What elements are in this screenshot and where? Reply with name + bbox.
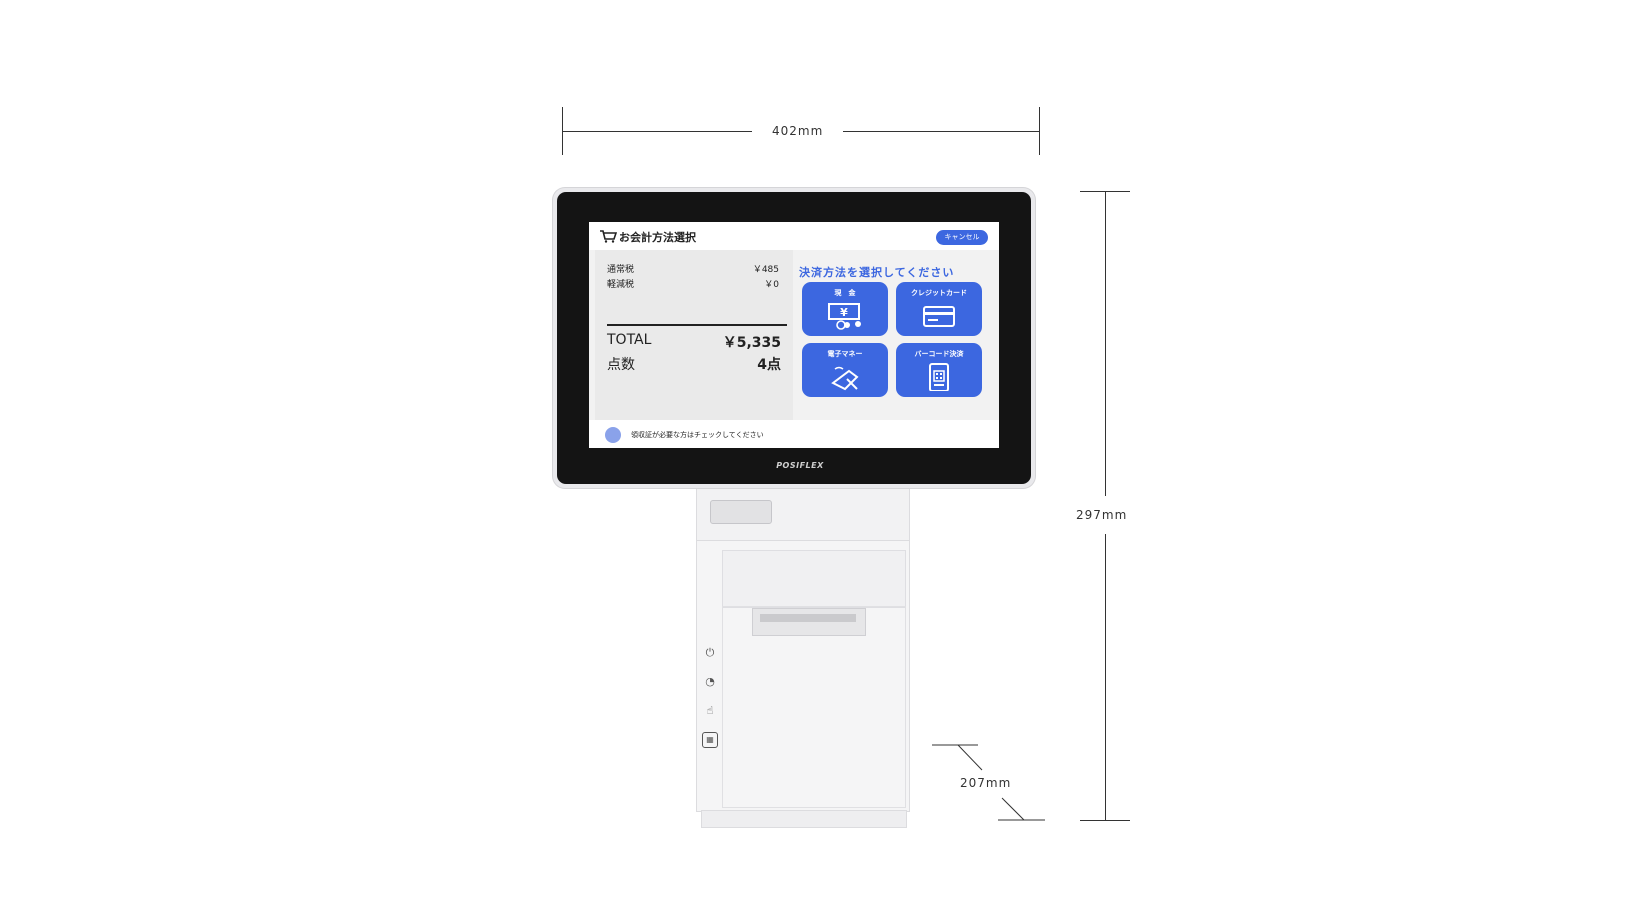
screen-header: お会計方法選択 キャンセル [589, 222, 999, 250]
payment-label: 現 金 [834, 289, 856, 297]
nfc-icon: ◔ [705, 675, 715, 688]
qr-reader-icon: ▦ [702, 732, 718, 748]
barcode-payment-icon [929, 363, 949, 391]
kiosk-screen: お会計方法選択 キャンセル 通常税 ￥485 軽減税 ￥0 TOTAL ￥5,3… [589, 222, 999, 448]
tax-row-value: ￥485 [752, 265, 779, 275]
payment-barcode-button[interactable]: バーコード決済 [896, 343, 982, 397]
tax-row-label: 通常税 [607, 265, 635, 275]
cancel-button[interactable]: キャンセル [936, 230, 988, 245]
depth-dim-lines [932, 744, 1045, 821]
count-value: 4点 [757, 357, 781, 373]
payment-e-money-button[interactable]: 電子マネー [802, 343, 888, 397]
total-label: TOTAL [607, 332, 652, 348]
payment-label: バーコード決済 [914, 350, 964, 358]
svg-text:¥: ¥ [840, 306, 848, 319]
cart-icon [600, 230, 617, 243]
payment-cash-button[interactable]: 現 金 ¥ [802, 282, 888, 336]
payment-label: 電子マネー [827, 350, 863, 358]
depth-dim-label: 207mm [958, 776, 1014, 790]
stand-base [701, 810, 907, 828]
cash-icon: ¥ [828, 303, 861, 330]
payment-prompt: 決済方法を選択してください [799, 266, 955, 279]
hand-icon: ☝ [706, 704, 714, 717]
height-dim-label: 297mm [1072, 496, 1132, 534]
barcode-scanner [710, 500, 772, 524]
receipt-slot [752, 608, 866, 636]
e-money-icon [831, 366, 859, 391]
power-icon: ⏻ [705, 646, 715, 659]
credit-card-icon [923, 306, 955, 327]
page-title: お会計方法選択 [619, 231, 696, 244]
screen-footer: 領収証が必要な方はチェックしてください [589, 420, 999, 448]
payment-label: クレジットカード [911, 289, 967, 297]
width-dim-label: 402mm [752, 124, 844, 138]
total-value: ￥5,335 [722, 335, 781, 351]
summary-divider [607, 324, 787, 326]
tax-row-label: 軽減税 [607, 280, 635, 290]
printer-top-panel [722, 550, 906, 608]
count-label: 点数 [607, 357, 635, 373]
receipt-checkbox[interactable] [605, 427, 621, 443]
printer-door [722, 606, 906, 808]
tax-row-value: ￥0 [764, 280, 779, 290]
receipt-instruction: 領収証が必要な方はチェックしてください [631, 431, 764, 439]
receipt-slot-opening [760, 614, 856, 622]
brand-logo: POSIFLEX [776, 461, 824, 470]
order-summary: 通常税 ￥485 軽減税 ￥0 TOTAL ￥5,335 点数 4点 [595, 250, 793, 438]
payment-credit-card-button[interactable]: クレジットカード [896, 282, 982, 336]
